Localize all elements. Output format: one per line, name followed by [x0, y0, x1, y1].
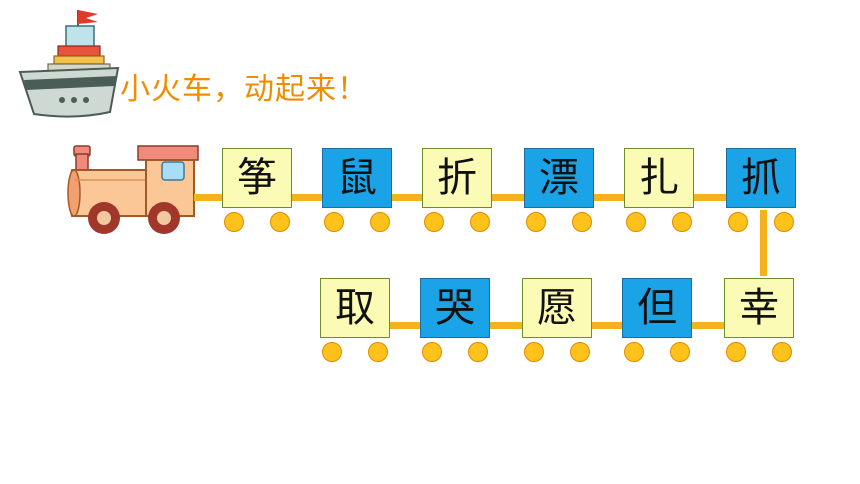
car-wheel [322, 342, 342, 362]
train-car[interactable]: 鼠 [322, 148, 392, 208]
car-character: 扎 [639, 155, 679, 201]
car-character: 取 [335, 285, 375, 331]
car-wheel [524, 342, 544, 362]
car-character: 筝 [237, 155, 277, 201]
car-character: 鼠 [337, 155, 377, 201]
car-character: 抓 [741, 155, 781, 201]
car-character: 幸 [739, 285, 779, 331]
train-car[interactable]: 取 [320, 278, 390, 338]
car-wheel [572, 212, 592, 232]
car-wheel [672, 212, 692, 232]
car-wheel [324, 212, 344, 232]
page-title: 小火车，动起来！ [120, 72, 368, 107]
car-wheel [370, 212, 390, 232]
car-wheel [468, 342, 488, 362]
car-wheel [728, 212, 748, 232]
train-car[interactable]: 愿 [522, 278, 592, 338]
car-wheel [774, 212, 794, 232]
car-wheel [772, 342, 792, 362]
rail [760, 210, 767, 276]
train-car[interactable]: 扎 [624, 148, 694, 208]
car-character: 哭 [435, 285, 475, 331]
train-car[interactable]: 幸 [724, 278, 794, 338]
train-car[interactable]: 折 [422, 148, 492, 208]
car-wheel [526, 212, 546, 232]
car-character: 折 [437, 155, 477, 201]
car-wheel [424, 212, 444, 232]
rail [194, 194, 794, 201]
boat-icon [18, 10, 120, 118]
car-character: 但 [637, 285, 677, 331]
car-wheel [470, 212, 490, 232]
car-wheel [368, 342, 388, 362]
car-wheel [670, 342, 690, 362]
train-car[interactable]: 筝 [222, 148, 292, 208]
car-wheel [570, 342, 590, 362]
train-car[interactable]: 漂 [524, 148, 594, 208]
car-character: 漂 [539, 155, 579, 201]
car-wheel [726, 342, 746, 362]
car-wheel [626, 212, 646, 232]
car-wheel [624, 342, 644, 362]
train-car[interactable]: 抓 [726, 148, 796, 208]
car-character: 愿 [537, 285, 577, 331]
car-wheel [422, 342, 442, 362]
car-wheel [224, 212, 244, 232]
car-wheel [270, 212, 290, 232]
locomotive-icon [67, 145, 199, 234]
train-car[interactable]: 但 [622, 278, 692, 338]
train-car[interactable]: 哭 [420, 278, 490, 338]
